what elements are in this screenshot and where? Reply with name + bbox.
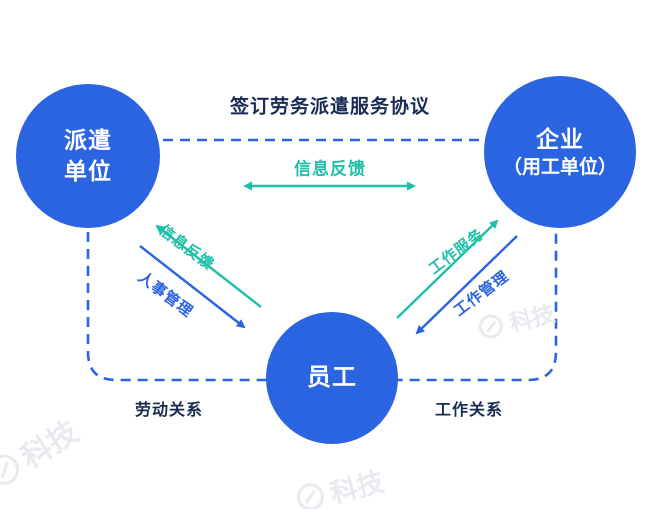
employee-label: 员工 (307, 363, 357, 391)
work-management-arrow (415, 235, 518, 335)
labor-relation-label: 劳动关系 (134, 402, 204, 419)
work-service-arrow (396, 219, 499, 319)
dispatcher-label-line1: 派遣 (64, 126, 112, 153)
enterprise-node: 企业 （用工单位） (484, 76, 636, 228)
info-feedback-arrow (155, 224, 262, 308)
watermark-logo-icon (294, 480, 327, 509)
enterprise-label-line2: （用工单位） (502, 156, 617, 178)
watermark-logo-icon (476, 311, 506, 341)
hr-management-arrow (139, 245, 246, 329)
enterprise-label-line1: 企业 (536, 125, 584, 152)
employee-node: 员工 (266, 312, 398, 444)
work-relation-label: 工作关系 (434, 402, 504, 419)
dispatcher-node: 派遣 单位 (16, 84, 160, 228)
dispatcher-label-line2: 单位 (64, 158, 112, 184)
feedback-label: 信息反馈 (294, 159, 366, 179)
agreement-label: 签订劳务派遣服务协议 (229, 96, 431, 118)
